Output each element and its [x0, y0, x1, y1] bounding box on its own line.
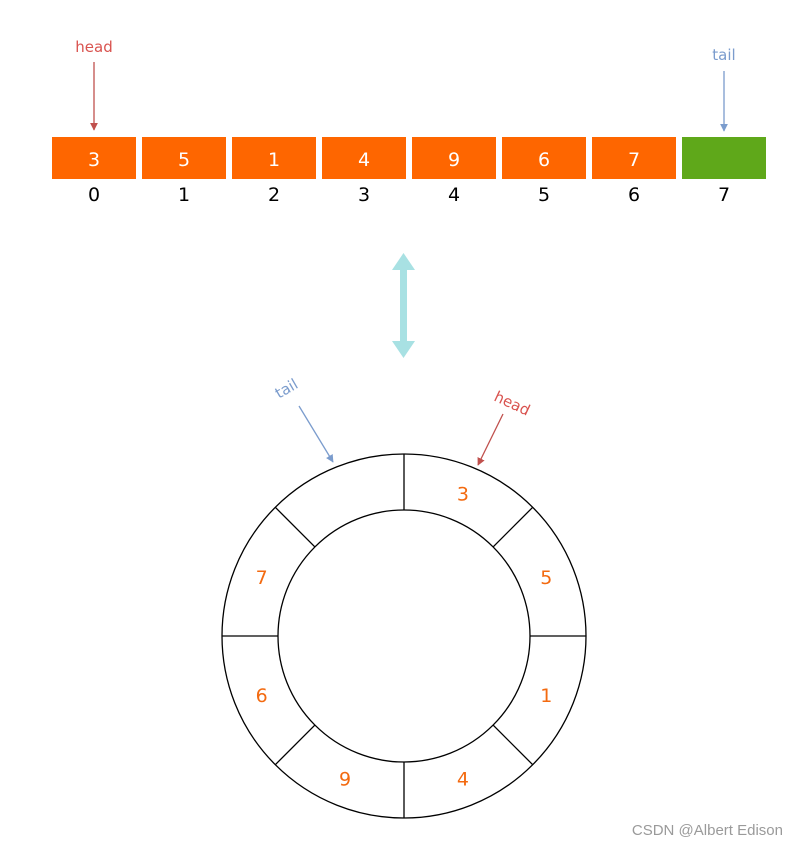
array-cell-value: 9	[448, 149, 460, 171]
ring-buffer: 3 5 1 4 9 6 7	[221, 453, 587, 819]
array-row: 3 0 5 1 1 2 4 3 9 4 6 5 7 6 7	[52, 137, 766, 206]
ring-divider	[492, 724, 534, 766]
array-index-label: 4	[448, 184, 460, 206]
array-cell-value: 7	[628, 149, 640, 171]
array-cell-value: 6	[538, 149, 550, 171]
ring-slot-value: 1	[540, 685, 552, 707]
array-cell	[232, 137, 316, 179]
ring-slot-value: 7	[256, 567, 268, 589]
array-head-label: head	[75, 38, 112, 56]
ring-slot-value: 9	[339, 768, 351, 790]
ring-head-label: head	[491, 387, 533, 419]
array-index-label: 0	[88, 184, 100, 206]
array-cell	[52, 137, 136, 179]
array-cell	[412, 137, 496, 179]
array-tail-label: tail	[712, 46, 735, 64]
array-index-label: 7	[718, 184, 730, 206]
array-index-label: 2	[268, 184, 280, 206]
ring-slot-value: 3	[457, 484, 469, 506]
array-cell	[592, 137, 676, 179]
ring-slot-value: 4	[457, 768, 469, 790]
array-cell-value: 3	[88, 149, 100, 171]
array-cell	[502, 137, 586, 179]
array-cell-value: 5	[178, 149, 190, 171]
ring-slot-value: 6	[256, 685, 268, 707]
array-index-label: 1	[178, 184, 190, 206]
array-cell	[322, 137, 406, 179]
double-arrow-icon	[392, 253, 415, 358]
array-index-label: 5	[538, 184, 550, 206]
ring-divider	[274, 724, 316, 766]
array-cell-value: 4	[358, 149, 370, 171]
ring-divider	[274, 506, 316, 548]
array-cell	[142, 137, 226, 179]
array-cell-value: 1	[268, 149, 280, 171]
ring-slot-value: 5	[540, 567, 552, 589]
ring-divider	[492, 506, 534, 548]
watermark: CSDN @Albert Edison	[631, 822, 783, 839]
array-cell-empty	[682, 137, 766, 179]
ring-tail-arrow	[298, 405, 334, 463]
ring-tail-label: tail	[272, 375, 301, 402]
ring-head-arrow	[477, 413, 504, 466]
array-index-label: 6	[628, 184, 640, 206]
array-index-label: 3	[358, 184, 370, 206]
